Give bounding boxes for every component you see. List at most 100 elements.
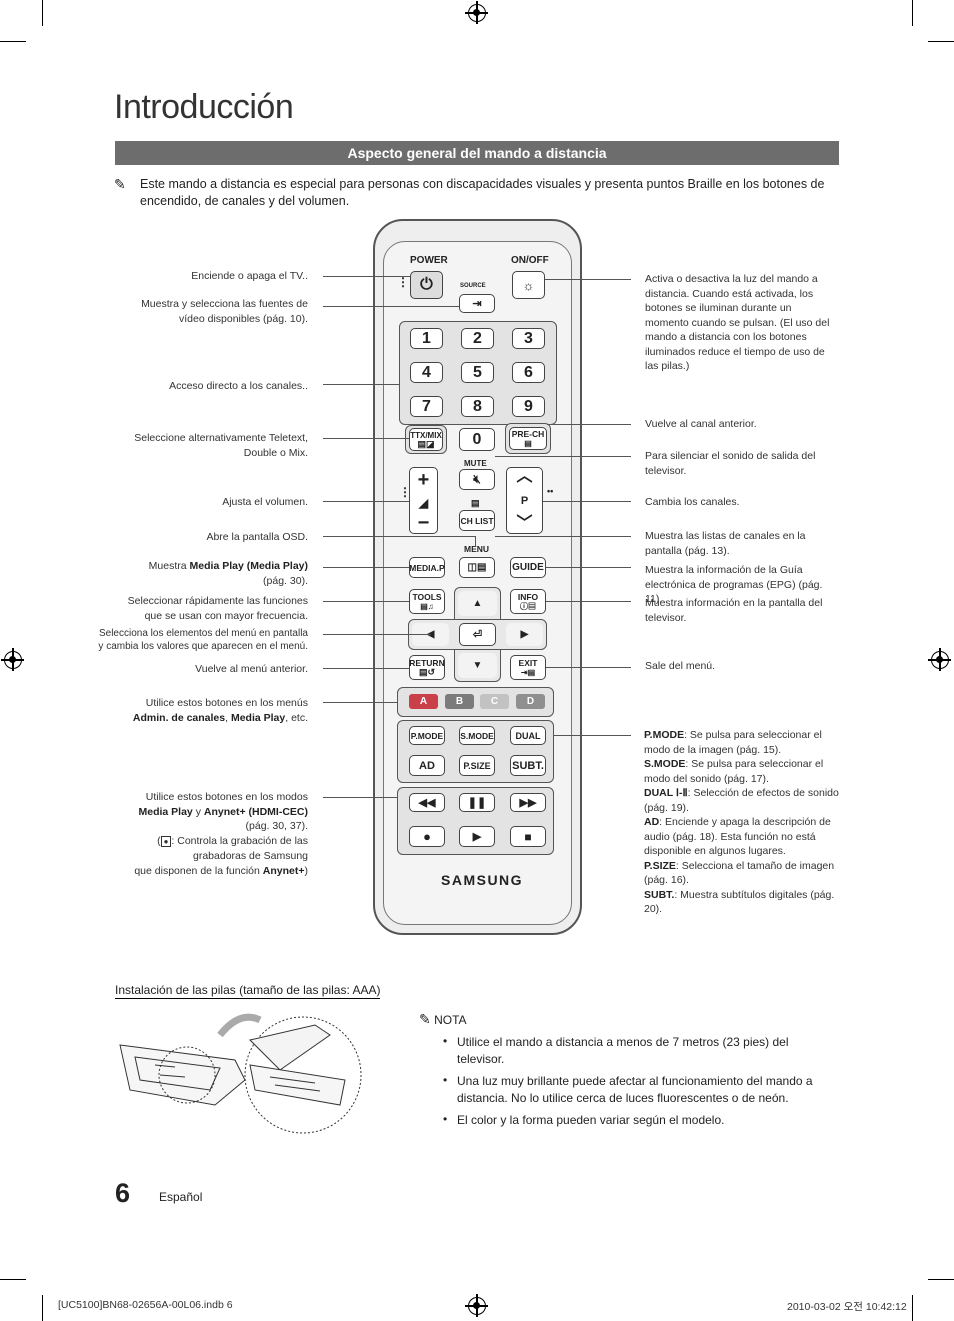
leader-line xyxy=(495,536,631,537)
exit-label: EXIT xyxy=(518,657,538,668)
label-pb-rec3: que disponen de la función xyxy=(134,864,263,877)
channel-rocker[interactable]: ︿ P ﹀ xyxy=(506,467,543,534)
red-a-button[interactable]: A xyxy=(409,694,438,709)
pre-ch-label: PRE-CH xyxy=(511,428,545,439)
leader-line xyxy=(323,536,475,537)
digit-0-button[interactable]: 0 xyxy=(459,428,495,451)
p-size-button[interactable]: P.SIZE xyxy=(459,755,495,776)
digit-3-button[interactable]: 3 xyxy=(512,328,545,349)
tools-button[interactable]: TOOLS ▤♫ xyxy=(409,589,445,614)
crop-mark xyxy=(0,1279,26,1280)
dpad-up-button[interactable]: ▲ xyxy=(458,591,497,616)
label-pb-rec2: grabadoras de Samsung xyxy=(193,850,308,862)
digit-1-button[interactable]: 1 xyxy=(410,328,443,349)
power-icon: ⏻ xyxy=(420,276,433,293)
leader-line xyxy=(323,276,410,277)
label-color-b2: Media Play xyxy=(230,711,286,724)
subt-button[interactable]: SUBT. xyxy=(510,755,546,776)
digit-6-button[interactable]: 6 xyxy=(512,362,545,383)
ttx-mix-button[interactable]: TTX/MIX ▤◪ xyxy=(409,428,443,451)
pre-ch-button[interactable]: PRE-CH ▤ xyxy=(509,427,547,450)
leader-line xyxy=(495,456,631,457)
info-icon: ⓘ▤ xyxy=(520,601,536,611)
label-light: Activa o desactiva la luz del mando a di… xyxy=(645,273,830,372)
menu-label: MENU xyxy=(464,544,490,554)
pause-button[interactable]: ❚❚ xyxy=(459,793,495,812)
record-button[interactable]: ● xyxy=(409,826,445,847)
guide-button[interactable]: GUIDE xyxy=(510,557,546,578)
pencil-note-icon: ✎ xyxy=(419,1011,431,1027)
source-button[interactable]: ⇥ xyxy=(459,294,495,313)
lightbulb-icon: ☼ xyxy=(522,277,535,293)
braille-dots: •• xyxy=(547,486,554,496)
stop-button[interactable]: ■ xyxy=(510,826,546,847)
play-button[interactable]: ▶ xyxy=(459,826,495,847)
digit-8-button[interactable]: 8 xyxy=(461,396,494,417)
blue-d-button[interactable]: D xyxy=(516,694,545,709)
label-prech: Vuelve al canal anterior. xyxy=(645,418,757,430)
leader-line xyxy=(547,424,631,425)
mute-label: MUTE xyxy=(464,459,487,468)
record-icon: ● xyxy=(160,835,172,847)
fast-forward-button[interactable]: ▶▶ xyxy=(510,793,546,812)
dpad-enter-button[interactable]: ⏎ xyxy=(459,623,496,646)
enter-icon: ⏎ xyxy=(472,629,483,641)
menu-button[interactable]: ◫▤ xyxy=(459,557,495,578)
label-guide: Muestra la información de la Guía electr… xyxy=(645,564,823,605)
s-mode-button[interactable]: S.MODE xyxy=(459,726,495,745)
rewind-icon: ◀◀ xyxy=(418,797,436,809)
record-icon: ● xyxy=(423,829,431,844)
rewind-button[interactable]: ◀◀ xyxy=(409,793,445,812)
ch-list-button[interactable]: CH LIST xyxy=(459,510,495,531)
registration-mark-icon xyxy=(465,1,488,24)
leader-line xyxy=(323,601,409,602)
arrow-down-icon: ▼ xyxy=(472,660,483,671)
media-p-button[interactable]: MEDIA.P xyxy=(409,557,445,578)
digit-7-button[interactable]: 7 xyxy=(410,396,443,417)
digit-2-button[interactable]: 2 xyxy=(461,328,494,349)
label-pb-y: y xyxy=(192,805,204,818)
label-playback: Utilice estos botones en los modos Media… xyxy=(134,791,308,877)
registration-mark-icon xyxy=(1,648,24,671)
volume-rocker[interactable]: + ◢ − xyxy=(409,467,438,534)
crop-mark xyxy=(42,1295,43,1321)
label-power: Enciende o apaga el TV.. xyxy=(191,270,308,282)
power-button[interactable]: ⏻ xyxy=(410,271,443,299)
list-item: Una luz muy brillante puede afectar al f… xyxy=(419,1072,839,1107)
digit-9-button[interactable]: 9 xyxy=(512,396,545,417)
arrow-right-icon: ▶ xyxy=(520,629,529,640)
info-button[interactable]: INFO ⓘ▤ xyxy=(510,589,546,614)
chevron-up-icon: ︿ xyxy=(516,468,533,485)
dpad-down-button[interactable]: ▼ xyxy=(458,653,497,678)
dual-button[interactable]: DUAL xyxy=(510,726,546,745)
crop-mark xyxy=(912,0,913,26)
digit-5-button[interactable]: 5 xyxy=(461,362,494,383)
pause-icon: ❚❚ xyxy=(467,797,487,809)
battery-install-illustration xyxy=(119,1013,362,1134)
yellow-c-button[interactable]: C xyxy=(480,694,509,709)
minus-icon: − xyxy=(417,512,430,534)
label-media-p-post: (pág. 30). xyxy=(263,574,308,587)
ad-button[interactable]: AD xyxy=(409,755,445,776)
mute-button[interactable]: 🔇︎ xyxy=(459,469,495,490)
note-list: Utilice el mando a distancia a menos de … xyxy=(419,1033,839,1129)
arrow-icon xyxy=(217,1013,262,1038)
green-b-button[interactable]: B xyxy=(445,694,474,709)
light-onoff-button[interactable]: ☼ xyxy=(512,271,545,299)
leader-line xyxy=(323,797,397,798)
label-color-b1: Admin. de canales xyxy=(132,711,226,724)
label-modes: P.MODE: Se pulsa para seleccionar el mod… xyxy=(644,728,839,917)
dpad-right-button[interactable]: ▶ xyxy=(506,623,543,646)
p-mode-button[interactable]: P.MODE xyxy=(409,726,445,745)
return-label: RETURN xyxy=(409,657,445,668)
leader-line xyxy=(323,567,409,568)
return-button[interactable]: RETURN ▤↺ xyxy=(409,655,445,680)
label-pmode-value: : Se pulsa para seleccionar el modo de l… xyxy=(644,729,822,756)
label-dpad: Selecciona los elementos del menú en pan… xyxy=(98,628,308,652)
pencil-note-icon: ✎ xyxy=(114,176,126,192)
exit-button[interactable]: EXIT ⇥▤ xyxy=(510,655,546,680)
digit-4-button[interactable]: 4 xyxy=(410,362,443,383)
label-smode-key: S.MODE xyxy=(644,758,686,770)
mute-speaker-icon: 🔇︎ xyxy=(473,472,481,486)
play-icon: ▶ xyxy=(472,831,482,843)
